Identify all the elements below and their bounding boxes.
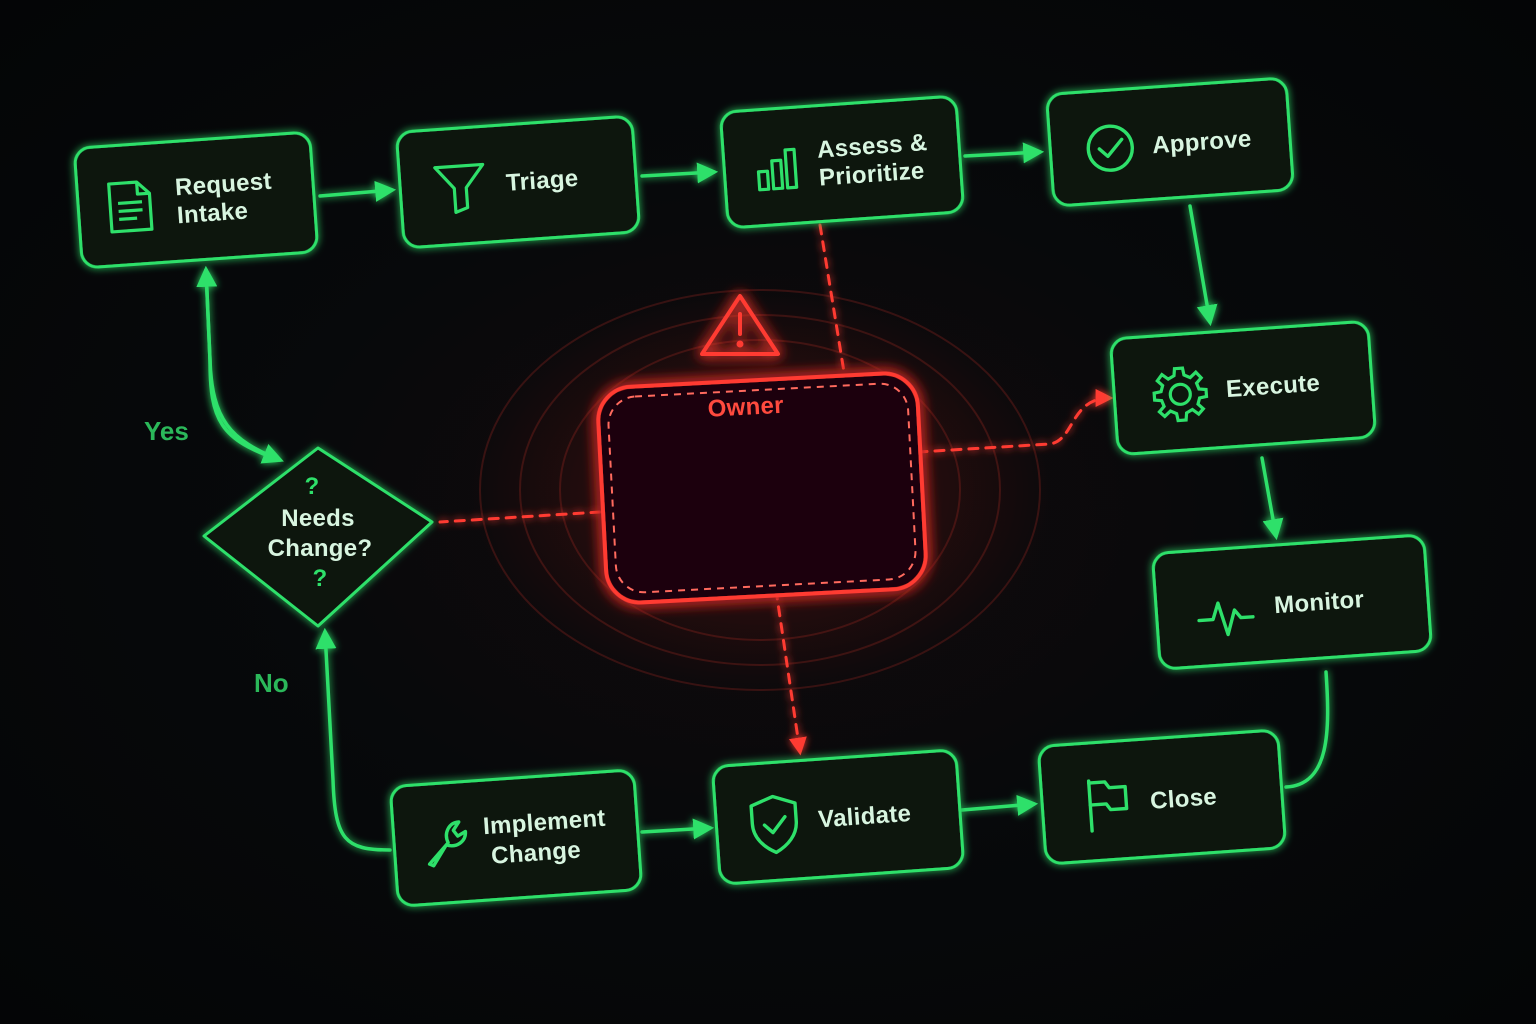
node-close[interactable]: Close <box>1037 729 1287 865</box>
request-intake-label: Request Intake <box>174 167 281 229</box>
pulse-icon <box>1197 601 1255 637</box>
decision-line1: Needs <box>281 505 355 532</box>
triage-label: Triage <box>505 165 579 197</box>
edge-assess-approve <box>963 142 1045 164</box>
bar-chart-icon <box>756 147 799 192</box>
owner-connectors <box>438 223 1114 756</box>
decision-question-mark-top: ? <box>305 473 320 500</box>
check-circle-icon <box>1086 124 1134 172</box>
decision-line2: Change? <box>268 535 373 562</box>
node-triage[interactable]: Triage <box>395 115 641 249</box>
shield-check-icon <box>749 794 798 855</box>
monitor-label: Monitor <box>1273 586 1365 619</box>
assess-prioritize-label: Assess & Prioritize <box>816 129 937 192</box>
close-label: Close <box>1149 783 1218 815</box>
edge-label-yes: Yes <box>144 416 189 446</box>
validate-label: Validate <box>817 800 912 833</box>
warning-icon <box>700 294 780 356</box>
node-approve[interactable]: Approve <box>1045 77 1295 207</box>
edge-monitor-close <box>1284 670 1330 789</box>
edge-intake-triage <box>318 180 397 202</box>
funnel-icon <box>433 162 485 215</box>
node-validate[interactable]: Validate <box>711 749 965 885</box>
node-implement-change[interactable]: Implement Change <box>389 769 643 907</box>
node-monitor[interactable]: Monitor <box>1151 534 1433 670</box>
edge-implement-validate <box>640 818 715 840</box>
connectors <box>196 142 1330 852</box>
decision-question-mark-bottom: ? <box>313 565 328 592</box>
node-execute[interactable]: Execute <box>1109 320 1377 456</box>
edge-label-no: No <box>254 668 289 698</box>
edge-approve-execute <box>1188 204 1218 327</box>
edge-decision-intake-down <box>204 268 284 464</box>
node-assess-prioritize[interactable]: Assess & Prioritize <box>719 95 965 229</box>
edge-decision-intake-up <box>196 265 282 462</box>
edge-validate-close <box>960 794 1039 816</box>
document-icon <box>107 180 154 234</box>
owner-ripples <box>479 289 1041 691</box>
edge-triage-assess <box>640 162 719 184</box>
node-owner[interactable]: Owner <box>596 371 928 605</box>
node-request-intake[interactable]: Request Intake <box>73 131 319 269</box>
edge-owner-assess <box>818 223 846 374</box>
edge-owner-validate <box>774 588 807 756</box>
edge-owner-decision <box>438 510 602 524</box>
gear-icon <box>1152 366 1209 423</box>
edge-implement-decision <box>315 627 392 852</box>
wrench-icon <box>427 820 468 868</box>
execute-label: Execute <box>1225 370 1321 404</box>
owner-label: Owner <box>707 392 784 423</box>
edge-execute-monitor <box>1260 456 1284 541</box>
flag-icon <box>1086 779 1129 833</box>
node-needs-change-decision[interactable]: ? Needs Change? ? <box>202 446 434 628</box>
